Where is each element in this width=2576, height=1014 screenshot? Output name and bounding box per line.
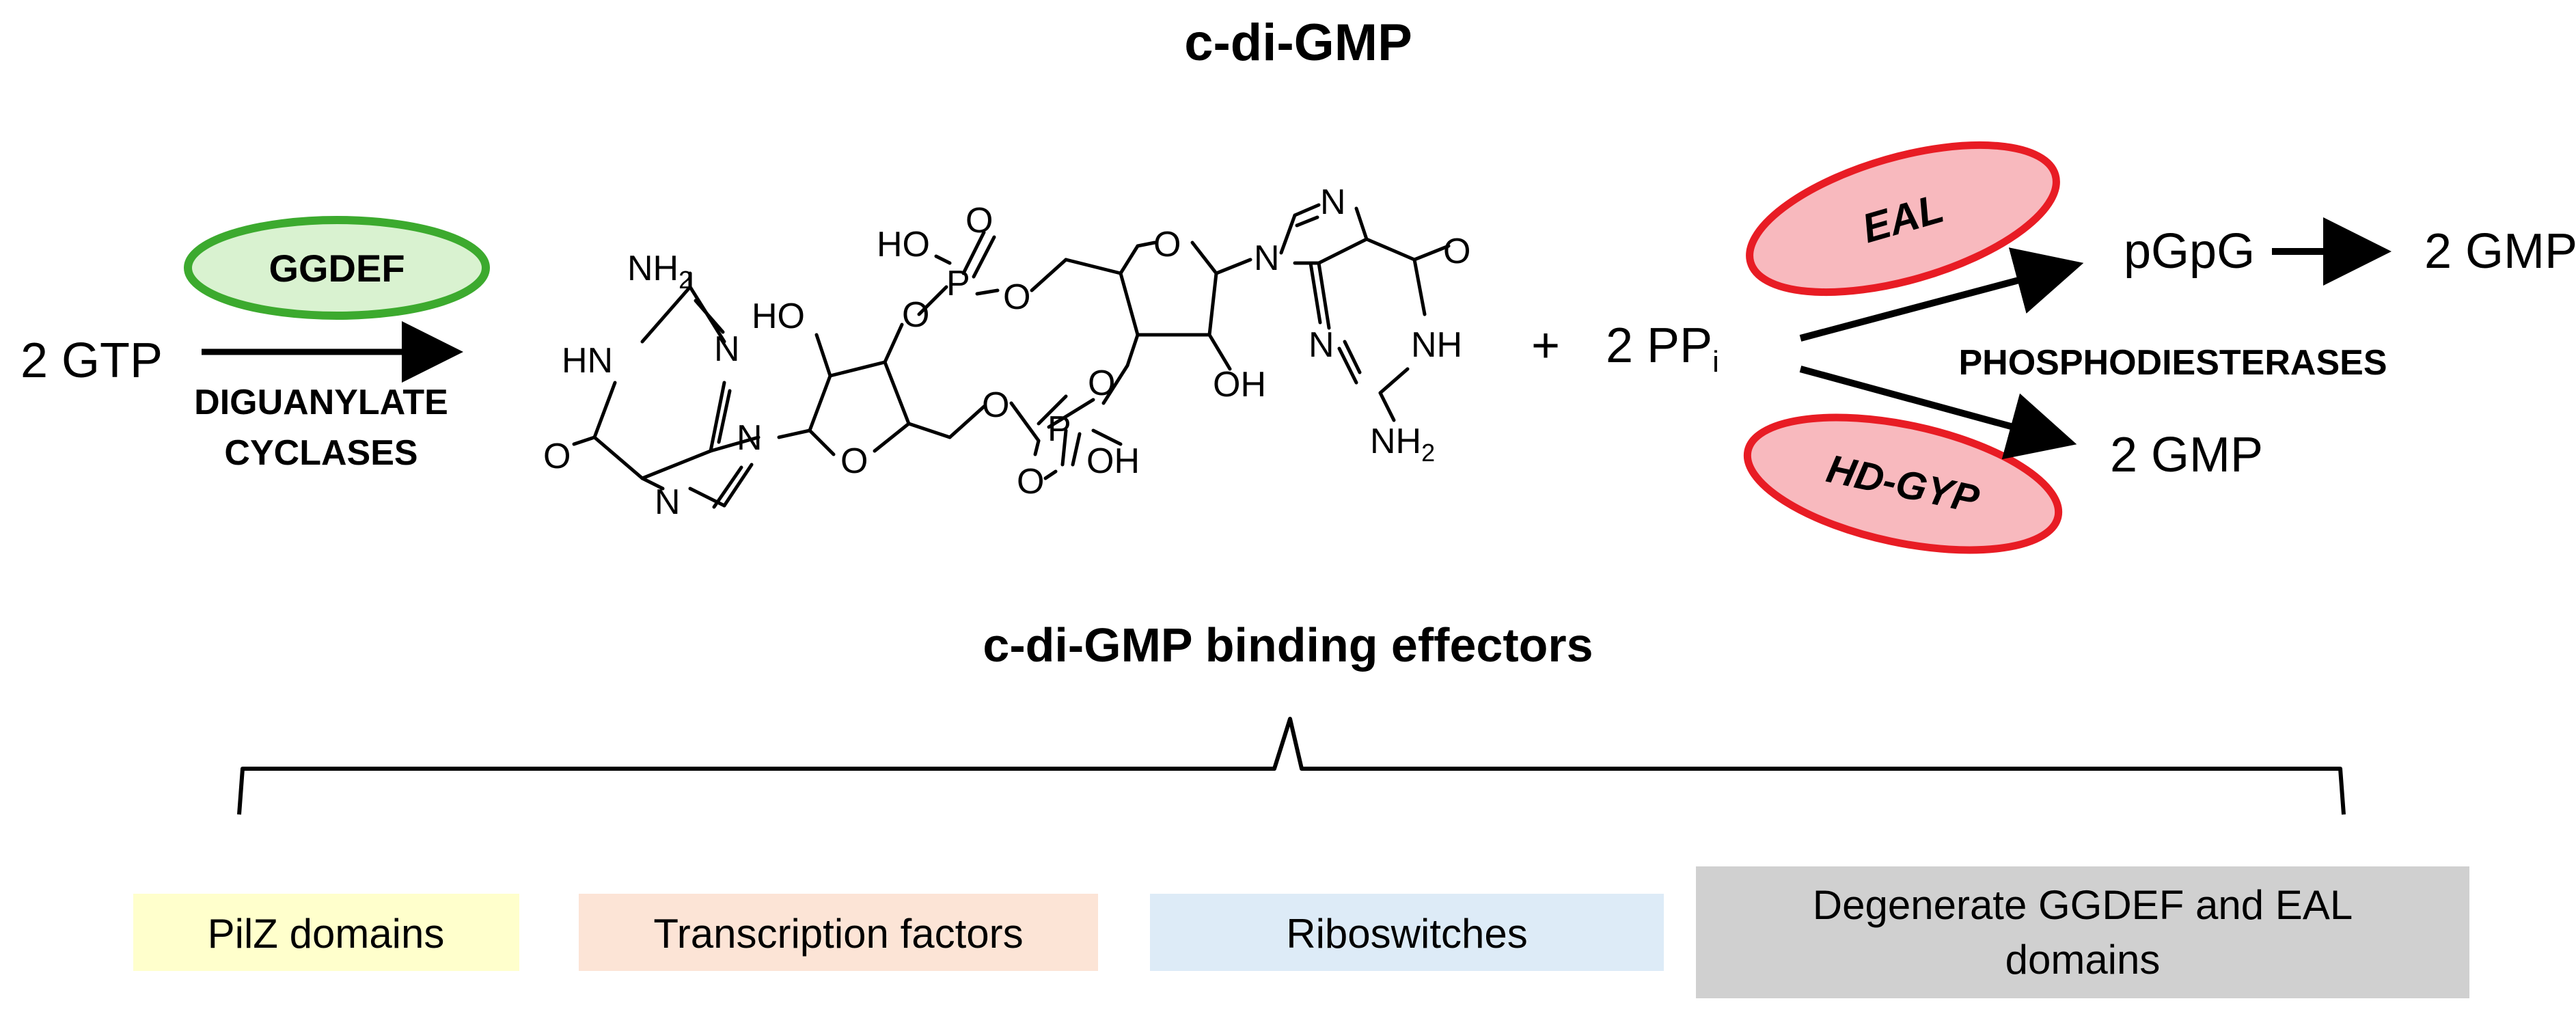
pgpg-label: pGpG (2124, 224, 2255, 279)
atom-p-top: P (946, 264, 970, 303)
effector-pilz: PilZ domains (133, 894, 519, 971)
hd-gyp-ellipse (1743, 413, 2063, 554)
atom-p-bottom: P (1047, 409, 1071, 449)
atom-o-right-carbonyl: O (1443, 232, 1470, 271)
ggdef-label: GGDEF (269, 247, 405, 290)
atom-o-left-ring: O (840, 441, 868, 481)
effector-riboswitches-box (1150, 894, 1664, 971)
pyrophosphate-label: 2 PPi (1606, 318, 1719, 379)
left-ribose-bonds (777, 323, 1068, 456)
atom-n-left-3: N (655, 482, 681, 522)
effector-riboswitches: Riboswitches (1150, 894, 1664, 971)
eal-enzyme: EAL (1746, 141, 2060, 297)
cyclase-class-line1: DIGUANYLATE (194, 383, 448, 422)
effector-degenerate-domains: Degenerate GGDEF and EAL domains (1696, 866, 2469, 998)
gmp-label-bottom: 2 GMP (2110, 428, 2263, 482)
top-phosphate-bonds (917, 230, 1123, 316)
atom-o-top-phosphate: O (965, 201, 993, 241)
effector-transcription-factors: Transcription factors (579, 894, 1098, 971)
atom-hn-left: HN (562, 341, 613, 381)
eal-arrow (1799, 247, 2084, 342)
atom-oh-bottom-phosphate: OH (1086, 441, 1140, 481)
c-di-gmp-structure: NH2 HN N N N O HO O O HO O P O O O OH O … (543, 182, 1470, 522)
eal-ellipse (1746, 141, 2060, 297)
atom-nh2-left: NH2 (627, 249, 692, 294)
right-ribose-bonds (1119, 241, 1252, 371)
atom-ho-top-phosphate: HO (877, 225, 930, 264)
effectors-brace (237, 717, 2346, 815)
plus-sign: + (1531, 318, 1560, 373)
atom-n-left-1: N (714, 329, 740, 369)
atom-n-right-3: N (1308, 325, 1334, 365)
atom-nh-right: NH (1411, 325, 1462, 365)
effector-pilz-box (133, 894, 519, 971)
atom-oh-right: OH (1213, 365, 1266, 405)
diagram-title: c-di-GMP (1184, 14, 1412, 72)
atom-nh2-right: NH2 (1370, 422, 1435, 467)
ggdef-enzyme: GGDEF (184, 216, 490, 320)
hd-gyp-arrow (1799, 366, 2077, 460)
atom-o-right-ring: O (1153, 225, 1181, 264)
effector-degenerate-label-line1: Degenerate GGDEF and EAL (1813, 882, 2353, 928)
atom-o-left-ester: O (902, 295, 929, 335)
bottom-phosphate-bonds (1043, 364, 1129, 480)
atom-o-right-ester: O (1088, 364, 1115, 403)
atom-o-top-ester: O (1003, 277, 1030, 317)
effector-pilz-label: PilZ domains (208, 911, 445, 957)
atom-n-right-2: N (1320, 182, 1346, 222)
effectors-heading: c-di-GMP binding effectors (983, 618, 1593, 672)
effector-riboswitches-label: Riboswitches (1286, 911, 1527, 957)
effector-transcription-label: Transcription factors (653, 911, 1023, 957)
atom-ho-left: HO (752, 297, 805, 336)
atom-o-bottom-phosphate: O (1017, 462, 1044, 502)
ggdef-ellipse (184, 216, 490, 320)
right-guanine-bonds (1279, 203, 1451, 422)
cyclase-class-line2: CYCLASES (224, 433, 417, 473)
gmp-label-top: 2 GMP (2424, 224, 2576, 279)
effector-transcription-box (579, 894, 1098, 971)
hd-gyp-enzyme: HD-GYP (1743, 413, 2063, 554)
atom-o-left-carbonyl: O (543, 437, 571, 476)
effector-degenerate-label-line2: domains (2005, 937, 2161, 983)
pde-class-label: PHOSPHODIESTERASES (1958, 343, 2387, 383)
atom-n-right-1: N (1254, 238, 1280, 278)
effector-degenerate-box (1696, 866, 2469, 998)
atom-o-bottom-ester: O (982, 385, 1009, 425)
left-guanine-bonds (572, 271, 761, 509)
substrate-label: 2 GTP (20, 333, 163, 388)
atom-n-left-2: N (737, 418, 763, 458)
